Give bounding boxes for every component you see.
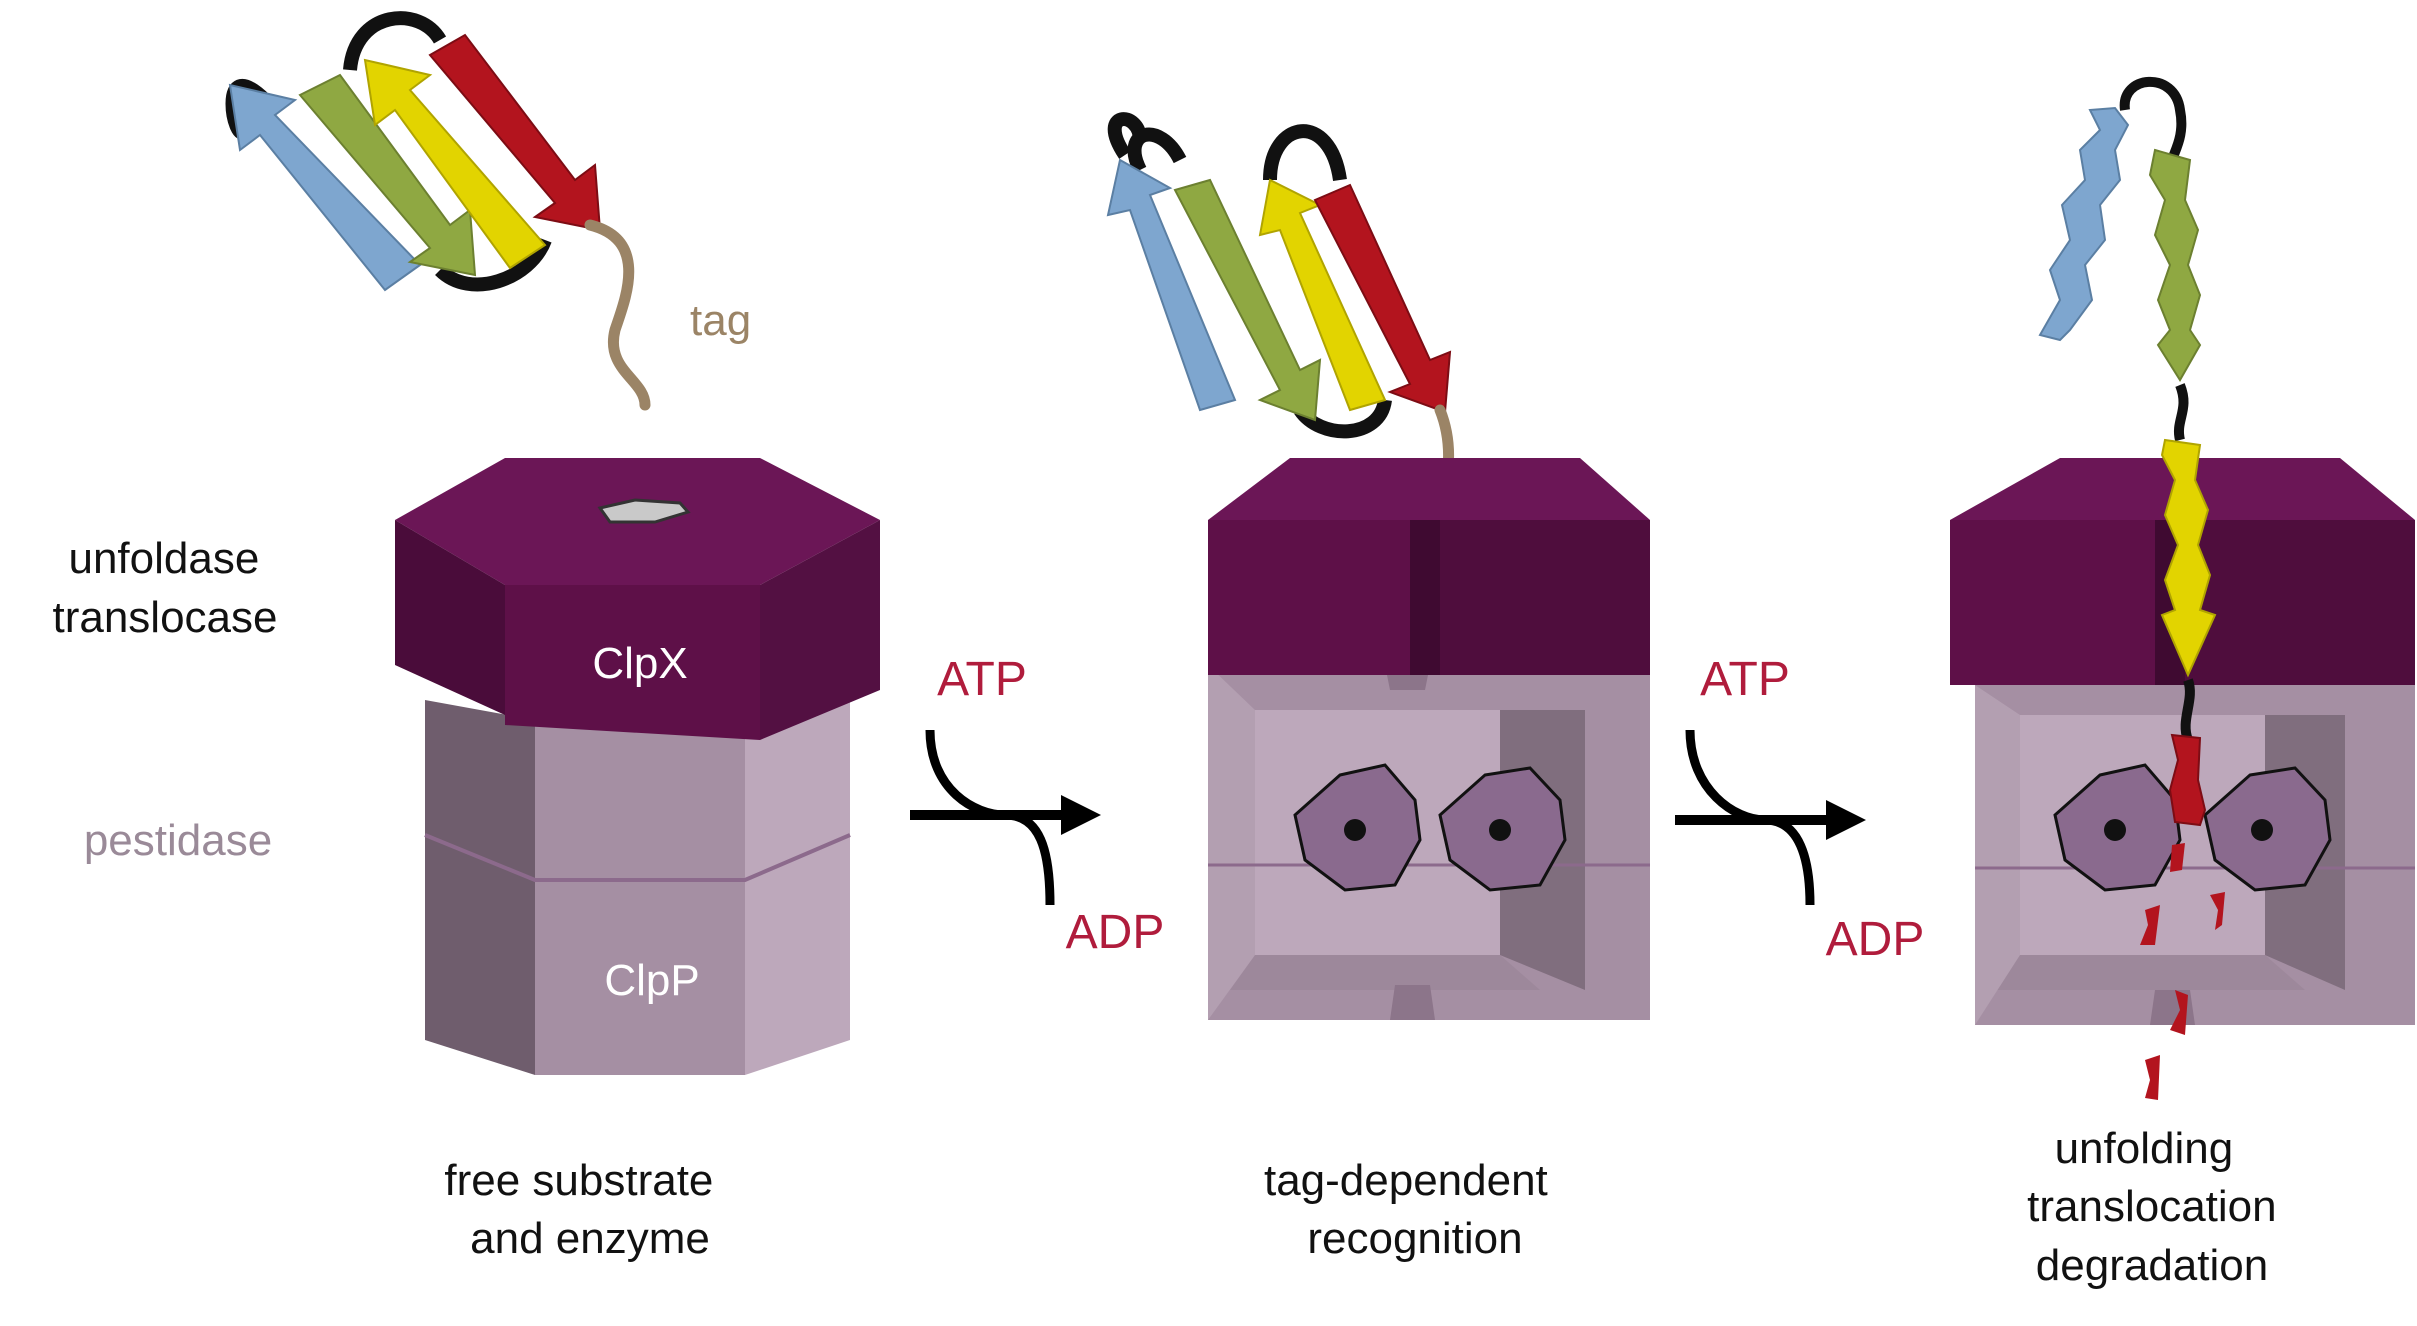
- arrow-1-atp-label: ATP: [937, 653, 1027, 706]
- clpp-inner-floor: [1230, 955, 1540, 990]
- clpx-left: [1208, 520, 1410, 675]
- clpx-label: ClpX: [592, 639, 687, 688]
- clpx-channel: [1410, 520, 1440, 675]
- clpp-label: ClpP: [604, 956, 699, 1005]
- peptide-fragment: [2140, 905, 2160, 945]
- clpx-right: [2185, 520, 2415, 685]
- clpx-pore: [597, 498, 691, 524]
- clpp-front-face: [535, 710, 745, 1075]
- stage-3-caption: unfolding translocation degradation: [2027, 1124, 2289, 1290]
- stage-1-free-substrate: tag ClpP ClpX unfoldase translocase pest…: [52, 11, 880, 1263]
- loop-connector: [1127, 127, 1187, 174]
- peptide-fragment: [2145, 1055, 2160, 1100]
- clpp-peptidase-body: ClpP: [424, 690, 851, 1075]
- unfoldase-label: unfoldase translocase: [52, 534, 277, 642]
- arrow-2-curve: [1685, 729, 1815, 906]
- clpp-bottom-notch: [1390, 985, 1435, 1020]
- active-site-right: [1438, 766, 1567, 892]
- loop-connector: [2174, 383, 2189, 442]
- tag-label: tag: [690, 296, 751, 345]
- clpp-seam: [424, 833, 851, 882]
- strand-blue-unfolded: [2038, 106, 2130, 342]
- clpx-unfoldase-ring: ClpX: [395, 458, 880, 740]
- arrow-2-atp-label: ATP: [1700, 653, 1790, 706]
- strand-green: [1173, 178, 1322, 422]
- clpp-cutaway: [1208, 665, 1650, 1020]
- peptide-fragment: [2170, 990, 2188, 1035]
- loop-connector: [343, 11, 447, 71]
- loop-connector: [2119, 76, 2187, 162]
- clpp-inner-floor: [1995, 955, 2305, 990]
- active-site-right: [2203, 766, 2332, 892]
- strand-blue: [228, 83, 422, 292]
- arrow-2-adp-label: ADP: [1826, 913, 1925, 966]
- stage-2-recognition: tag-dependent recognition: [1106, 112, 1650, 1263]
- clpx-front-face: [505, 585, 760, 740]
- tag-peptide: [584, 219, 651, 411]
- strand-green: [298, 73, 477, 277]
- pestidase-label: pestidase: [84, 816, 272, 865]
- stage-1-caption: free substrate and enzyme: [444, 1156, 725, 1263]
- peptide-fragment: [2170, 843, 2185, 872]
- loop-connector: [2180, 678, 2195, 742]
- reaction-arrow-1: ATP ADP: [910, 653, 1164, 959]
- clpx-cutaway: [1208, 458, 1650, 675]
- clpp-left-face: [425, 700, 535, 1075]
- strand-yellow: [1258, 178, 1387, 412]
- clpp-right-face: [745, 690, 850, 1075]
- peptide-fragment: [2210, 892, 2225, 930]
- loop-connector: [435, 237, 552, 292]
- loop-connector: [1263, 124, 1347, 182]
- strand-red: [428, 33, 602, 232]
- clpx-right: [1440, 520, 1650, 675]
- clpp-inner-left-wall: [1208, 665, 1255, 1020]
- strand-yellow-unfolded: [2160, 438, 2217, 678]
- active-site-left: [1293, 763, 1422, 892]
- substrate-unfolded-chain: [2038, 76, 2225, 1100]
- arrow-1-curve: [925, 729, 1055, 906]
- strand-blue: [1106, 158, 1237, 412]
- stage-3-degradation: unfolding translocation degradation: [1950, 76, 2415, 1290]
- active-site-left: [2053, 763, 2182, 892]
- clpx-right-face: [760, 520, 880, 740]
- strand-yellow: [363, 58, 547, 270]
- arrow-1-adp-label: ADP: [1066, 906, 1165, 959]
- clpx-left-face: [395, 520, 505, 715]
- strand-red: [1313, 183, 1452, 414]
- clpp-bottom-notch: [2150, 990, 2195, 1025]
- reaction-arrow-2: ATP ADP: [1675, 653, 1924, 966]
- substrate-beta-sheet-bound: [1106, 112, 1455, 596]
- strand-red-in-chamber: [2168, 733, 2207, 827]
- strand-green-unfolded: [2148, 148, 2202, 382]
- clpp-cutaway: [1975, 685, 2415, 1025]
- substrate-beta-sheet-folded: [225, 11, 651, 411]
- loop-connector: [1294, 398, 1392, 439]
- clpp-inner-left-wall: [1975, 685, 2020, 1025]
- stage-2-caption: tag-dependent recognition: [1264, 1156, 1560, 1263]
- clpx-top: [1208, 458, 1650, 520]
- clpx-left: [1950, 520, 2155, 685]
- clpx-cutaway: [1950, 458, 2415, 685]
